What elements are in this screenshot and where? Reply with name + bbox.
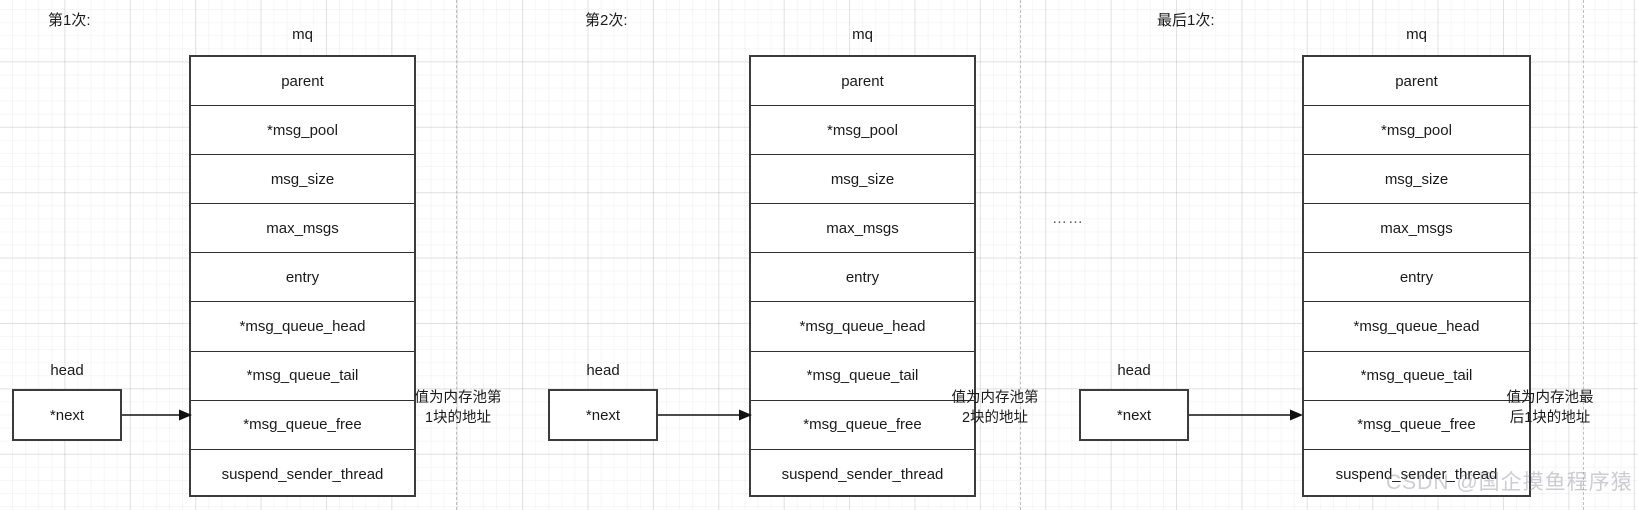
ellipsis-between-groups: …… — [1052, 210, 1084, 227]
head-box-last: *next — [1079, 389, 1189, 441]
struct-row: max_msgs — [1304, 204, 1529, 254]
struct-row: *msg_queue_free — [751, 401, 974, 450]
group-title-first: 第1次: — [48, 12, 91, 29]
struct-label-first: mq — [292, 26, 313, 43]
struct-row: *msg_pool — [191, 106, 414, 156]
struct-row: entry — [191, 253, 414, 303]
struct-row: msg_size — [751, 155, 974, 205]
struct-row: entry — [1304, 253, 1529, 303]
arrow-second — [658, 409, 752, 421]
struct-row: suspend_sender_thread — [221, 465, 384, 483]
struct-row: msg_size — [191, 155, 414, 205]
struct-row: max_msgs — [751, 204, 974, 254]
arrow-first — [122, 409, 192, 421]
struct-row: msg_size — [1304, 155, 1529, 205]
head-box-second: *next — [548, 389, 658, 441]
struct-row: *msg_pool — [751, 106, 974, 156]
struct-row: *msg_queue_tail — [191, 352, 414, 401]
head-label-first: head — [50, 362, 84, 379]
arrow-last — [1189, 409, 1303, 421]
note-second: 值为内存池第 2块的地址 — [951, 390, 1039, 426]
struct-label-second: mq — [852, 26, 873, 43]
struct-row: *msg_queue_free — [1304, 401, 1529, 450]
watermark: CSDN @国企摸鱼程序猿 — [1386, 471, 1633, 494]
page-break-line-1 — [456, 0, 457, 510]
group-title-second: 第2次: — [585, 12, 628, 29]
struct-table-first: parent *msg_pool msg_size max_msgs entry… — [189, 55, 416, 497]
group-title-last: 最后1次: — [1157, 12, 1215, 29]
page-break-line-2 — [1020, 0, 1021, 510]
struct-row: parent — [751, 57, 974, 107]
note-first: 值为内存池第 1块的地址 — [414, 390, 502, 426]
struct-row: max_msgs — [191, 204, 414, 254]
struct-row: *msg_queue_head — [191, 302, 414, 352]
struct-row: *msg_queue_head — [1304, 302, 1529, 352]
struct-row: entry — [751, 253, 974, 303]
struct-table-second: parent *msg_pool msg_size max_msgs entry… — [749, 55, 976, 497]
struct-label-last: mq — [1406, 26, 1427, 43]
head-box-first: *next — [12, 389, 122, 441]
struct-row: *msg_queue_free — [191, 401, 414, 450]
struct-row: suspend_sender_thread — [781, 465, 944, 483]
struct-table-last: parent *msg_pool msg_size max_msgs entry… — [1302, 55, 1531, 497]
note-last: 值为内存池最 后1块的地址 — [1506, 390, 1594, 426]
struct-row: *msg_queue_tail — [1304, 352, 1529, 401]
struct-row: parent — [1304, 57, 1529, 107]
struct-row: *msg_pool — [1304, 106, 1529, 156]
head-label-last: head — [1117, 362, 1151, 379]
struct-row: *msg_queue_head — [751, 302, 974, 352]
struct-row: parent — [191, 57, 414, 107]
page-break-line-3 — [1583, 0, 1584, 510]
head-label-second: head — [586, 362, 620, 379]
struct-row: *msg_queue_tail — [751, 352, 974, 401]
struct-row: suspend_sender_thread — [1335, 465, 1498, 483]
